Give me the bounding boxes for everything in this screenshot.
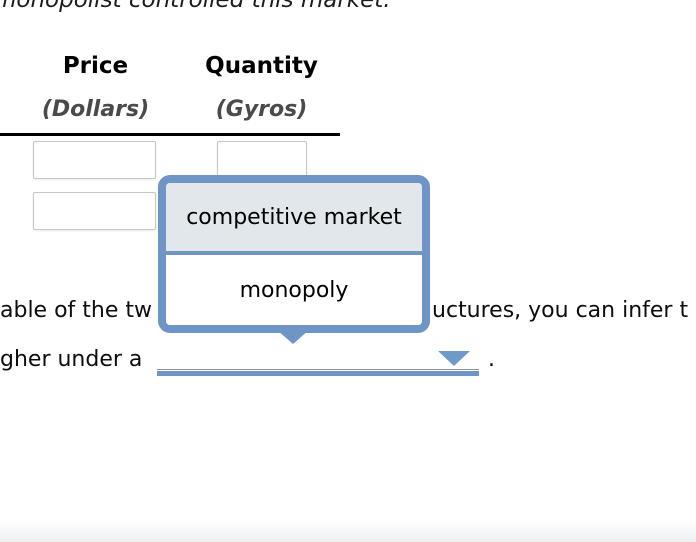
dropdown-popup: competitive market monopoly [158,175,430,333]
dropdown-option-monopoly[interactable]: monopoly [166,255,422,325]
question-prompt-clipped: monopolist controlled this market. [0,0,391,13]
popup-pointer-icon [277,330,309,344]
dropdown-option-competitive-market[interactable]: competitive market [166,183,422,251]
bottom-gradient-strip [0,520,696,542]
sentence-line2-lead: gher under a [0,347,143,372]
chevron-down-icon [438,351,470,366]
column-header-quantity: Quantity [205,53,318,79]
column-header-price: Price [62,53,129,79]
sentence-line2-period: . [488,347,495,372]
sentence-line1-left-fragment: able of the tw [0,298,153,323]
popup-option-divider [166,251,422,255]
price-input-row1[interactable] [33,141,156,179]
quantity-input-row1[interactable] [217,141,307,179]
table-header-rule [0,133,340,136]
select-underline-accent [157,371,479,376]
answer-dropdown[interactable] [155,344,482,378]
column-subheader-dollars: (Dollars) [41,97,150,122]
sentence-line1-right-fragment: uctures, you can infer t [432,298,689,323]
column-subheader-gyros: (Gyros) [215,97,308,122]
price-input-row2[interactable] [33,192,156,230]
select-underline [157,369,479,370]
